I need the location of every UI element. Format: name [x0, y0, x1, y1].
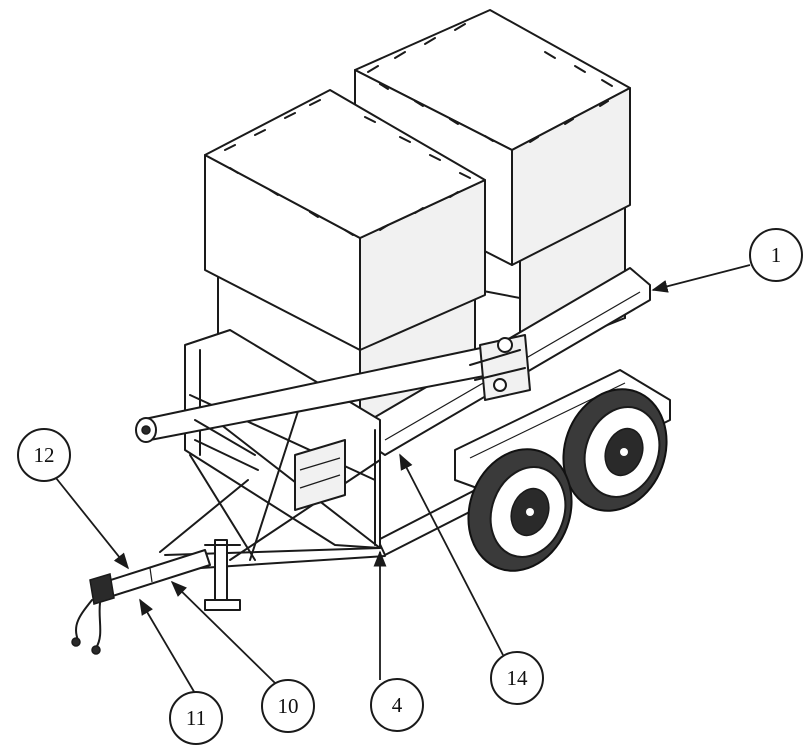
leader-14 [399, 453, 504, 656]
callout-10: 10 [261, 679, 315, 733]
callout-11-label: 11 [186, 706, 206, 730]
callout-1: 1 [749, 228, 803, 282]
callout-4-label: 4 [392, 693, 403, 717]
callout-4: 4 [370, 678, 424, 732]
callout-12: 12 [17, 428, 71, 482]
callout-11: 11 [169, 691, 223, 745]
wheels [467, 388, 668, 572]
leader-10 [170, 580, 276, 684]
callout-14-label: 14 [507, 666, 529, 690]
callout-12-label: 12 [34, 443, 55, 467]
leader-lines [55, 264, 751, 696]
leader-11 [139, 598, 197, 696]
callout-10-label: 10 [278, 694, 299, 718]
leader-1 [651, 264, 751, 293]
callout-14: 14 [490, 651, 544, 705]
boom-arm [135, 334, 531, 471]
leader-12 [55, 477, 130, 570]
callout-1-label: 1 [771, 243, 782, 267]
